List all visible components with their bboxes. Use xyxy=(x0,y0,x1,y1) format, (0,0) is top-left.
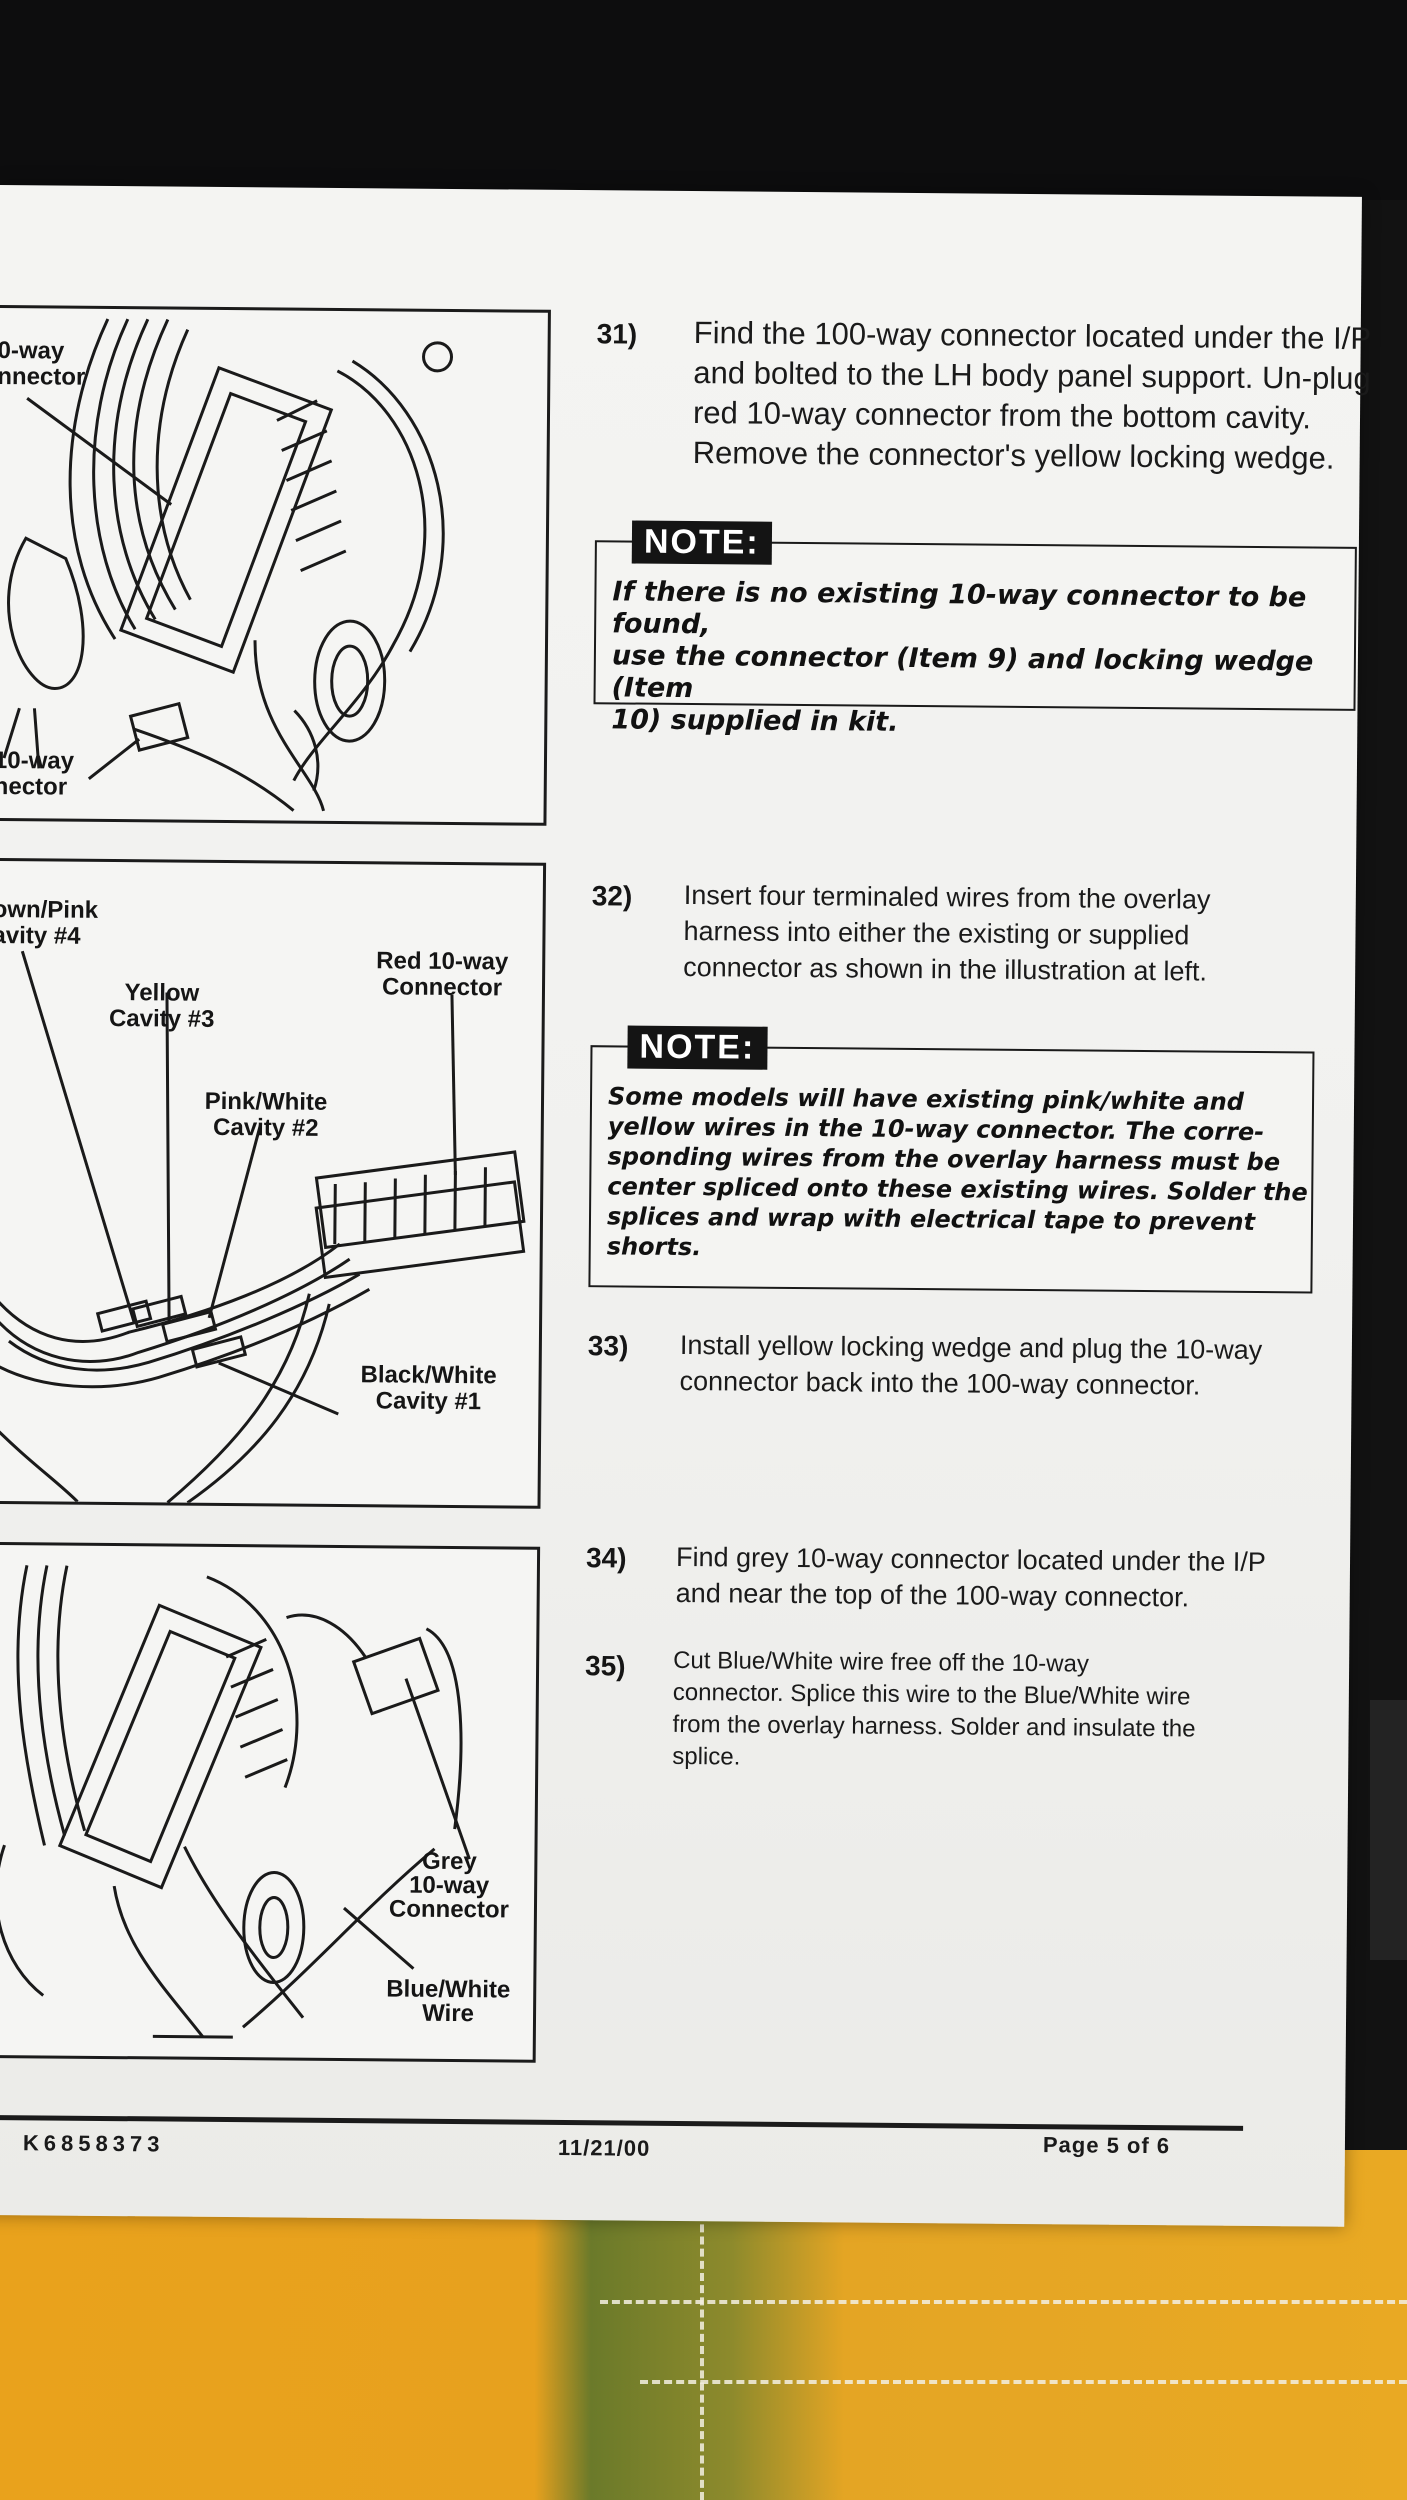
connector-illustration-2 xyxy=(0,950,526,1504)
label-grey-connector: Connector xyxy=(388,1895,510,1924)
dark-object-right xyxy=(1370,1700,1407,1960)
label-red-connector: Connector xyxy=(381,973,503,1002)
step-35-text: Cut Blue/White wire free off the 10-way … xyxy=(672,1646,1196,1771)
step-32-number: 32) xyxy=(591,880,633,912)
note-1-body: If there is no existing 10-way connector… xyxy=(611,576,1314,738)
instruction-sheet: 0-way nnector 10-way nector xyxy=(0,185,1371,2227)
step-35-number: 35) xyxy=(584,1650,626,1682)
illustration-panel-red-connector-cavities: own/Pink avity #4 Yellow Cavity #3 Red 1… xyxy=(0,857,547,1509)
illustration-panel-100way-connector: 0-way nnector 10-way nector xyxy=(0,304,551,826)
fabric-stitch-horizontal xyxy=(600,2300,1407,2304)
step-34-text: Find grey 10-way connector located under… xyxy=(675,1541,1267,1613)
fabric-stitch-horizontal-2 xyxy=(640,2380,1407,2384)
note-1-tag: NOTE: xyxy=(631,520,772,565)
connector-illustration-1 xyxy=(2,318,454,812)
label-black-white-cavity: Cavity #1 xyxy=(375,1387,482,1416)
note-box-1: NOTE: If there is no existing 10-way con… xyxy=(593,520,1357,738)
panel1-label-10way-bottom: 10-way xyxy=(0,746,75,775)
note-box-2: NOTE: Some models will have existing pin… xyxy=(588,1025,1315,1294)
note-2-body: Some models will have existing pink/whit… xyxy=(606,1082,1308,1262)
label-pink-white: Pink/White xyxy=(204,1087,328,1116)
footer-rule xyxy=(0,2114,1244,2131)
step-32-text: Insert four terminaled wires from the ov… xyxy=(683,879,1211,987)
step-34-number: 34) xyxy=(585,1542,627,1574)
illustration-panel-grey-connector: Grey 10-way Connector Blue/White Wire xyxy=(0,1541,541,2063)
label-black-white: Black/White xyxy=(360,1361,497,1390)
label-pink-white-cavity: Cavity #2 xyxy=(212,1113,319,1142)
fabric-stitch-vertical xyxy=(700,2200,710,2500)
footer-page-number: Page 5 of 6 xyxy=(1042,2132,1171,2159)
label-yellow: Yellow xyxy=(124,979,200,1007)
footer-part-number: K6858373 xyxy=(22,2130,165,2157)
label-blue-white-wire: Wire xyxy=(422,1999,475,2028)
dark-background xyxy=(0,0,1407,200)
panel1-label-100way-top: 0-way xyxy=(0,336,65,365)
step-33-number: 33) xyxy=(587,1330,629,1362)
label-yellow-cavity: Cavity #3 xyxy=(108,1004,215,1033)
panel1-label-connector-bottom: nector xyxy=(0,772,68,801)
label-brown-pink: own/Pink xyxy=(0,895,99,924)
note-2-tag: NOTE: xyxy=(627,1025,768,1070)
label-red-10way: Red 10-way xyxy=(376,947,509,976)
step-33-text: Install yellow locking wedge and plug th… xyxy=(679,1329,1263,1401)
step-31-number: 31) xyxy=(596,318,638,350)
step-31-text: Find the 100-way connector located under… xyxy=(692,315,1372,476)
label-brown-pink-cavity: avity #4 xyxy=(0,921,81,950)
connector-illustration-3 xyxy=(0,1564,471,2039)
panel1-label-connector-top: nnector xyxy=(0,362,86,391)
footer-date: 11/21/00 xyxy=(557,2134,651,2161)
